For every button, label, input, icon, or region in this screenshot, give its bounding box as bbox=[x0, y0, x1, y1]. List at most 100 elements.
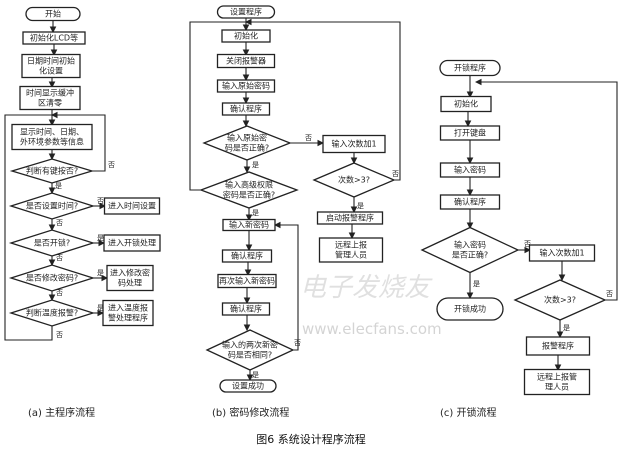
figure-caption: 图6 系统设计程序流程 bbox=[256, 432, 366, 446]
yes-label: 是 bbox=[252, 161, 259, 169]
caption-b: (b) 密码修改流程 bbox=[212, 406, 289, 419]
node-label: 输入的两次新密 bbox=[222, 340, 278, 350]
yes-label: 是 bbox=[252, 371, 259, 379]
no-label: 否 bbox=[56, 289, 63, 297]
no-label: 否 bbox=[56, 331, 63, 339]
a-node-1-process: 初始化LCD等 bbox=[22, 31, 86, 45]
a-node-8-decision: 是否开锁? bbox=[8, 229, 96, 257]
node-label: 确认程序 bbox=[230, 104, 262, 114]
node-label: 初始化LCD等 bbox=[30, 33, 78, 43]
b-node-14-process: 确认程序 bbox=[221, 302, 271, 316]
no-label: 否 bbox=[524, 240, 531, 248]
b-node-13-process: 再次输入新密码 bbox=[217, 273, 277, 289]
node-label: 码是否正确? bbox=[225, 143, 269, 153]
node-label: 启动报警程序 bbox=[326, 213, 374, 223]
b-node-11-process: 输入新密码 bbox=[222, 218, 276, 232]
node-label: 进入温度报 bbox=[108, 303, 148, 313]
c-node-4-process: 确认程序 bbox=[439, 194, 501, 210]
b-node-3-process: 输入原始密码 bbox=[216, 79, 276, 93]
node-label: 码是否相同? bbox=[228, 350, 272, 360]
node-label: 警处理程序 bbox=[108, 313, 148, 323]
node-label: 是否开锁? bbox=[34, 238, 70, 248]
b-node-4-process: 确认程序 bbox=[221, 102, 271, 116]
b-node-0-terminal: 设置程序 bbox=[216, 5, 276, 19]
node-label: 进入修改密 bbox=[110, 268, 150, 278]
yes-label: 是 bbox=[252, 209, 259, 217]
node-label: 密码是否正确? bbox=[223, 190, 275, 200]
node-label: 开始 bbox=[45, 9, 61, 19]
node-label: 显示时间、日期、 bbox=[20, 127, 84, 137]
a-node-6-decision: 是否设置时间? bbox=[8, 192, 96, 220]
yes-label: 是 bbox=[563, 324, 570, 332]
node-label: 判断温度报警? bbox=[26, 308, 78, 318]
node-label: 再次输入新密码 bbox=[219, 276, 275, 286]
yes-label: 是 bbox=[97, 304, 104, 312]
node-label: 确认程序 bbox=[454, 197, 486, 207]
node-label: 确认程序 bbox=[230, 304, 262, 314]
b-node-6-process: 输入次数加1 bbox=[322, 134, 386, 154]
node-label: 理人员 bbox=[545, 383, 569, 392]
node-label: 设置成功 bbox=[232, 381, 264, 391]
a-node-9-process: 进入开锁处理 bbox=[103, 234, 161, 252]
c-node-2-process: 打开键盘 bbox=[439, 125, 501, 141]
no-label: 否 bbox=[294, 339, 301, 347]
node-label: 开锁成功 bbox=[454, 304, 486, 314]
node-label: 初始化 bbox=[234, 31, 258, 41]
no-label: 否 bbox=[606, 290, 613, 298]
node-label: 输入密码 bbox=[454, 165, 486, 175]
b-node-1-process: 初始化 bbox=[221, 29, 271, 43]
node-label: 时间显示缓冲 bbox=[26, 88, 74, 98]
node-label: 远程上报管 bbox=[537, 372, 577, 382]
yes-label: 是 bbox=[55, 182, 62, 190]
node-label: 打开键盘 bbox=[454, 128, 486, 138]
node-label: 输入原始密码 bbox=[222, 81, 270, 91]
a-node-10-decision: 是否修改密码? bbox=[8, 264, 96, 292]
node-label: 输入次数加1 bbox=[331, 139, 376, 149]
flow-connector bbox=[474, 78, 618, 301]
node-label: 码处理 bbox=[118, 278, 142, 288]
flow-connector bbox=[189, 21, 246, 191]
node-label: 输入原始密 bbox=[227, 133, 267, 143]
b-node-16-terminal: 设置成功 bbox=[219, 379, 277, 393]
node-label: 化设置 bbox=[39, 66, 63, 76]
no-label: 否 bbox=[108, 161, 115, 169]
no-label: 否 bbox=[305, 134, 312, 142]
no-label: 否 bbox=[97, 197, 104, 205]
caption-c: (c) 开锁流程 bbox=[440, 406, 496, 419]
c-node-8-process: 报警程序 bbox=[525, 336, 591, 356]
b-node-7-decision: 次数>3? bbox=[312, 162, 396, 198]
b-node-2-process: 关闭报警器 bbox=[216, 53, 276, 69]
node-label: 管理人员 bbox=[335, 250, 367, 260]
c-node-6-process: 输入次数加1 bbox=[528, 244, 596, 262]
flow-connector bbox=[244, 18, 401, 181]
c-node-3-process: 输入密码 bbox=[439, 162, 501, 178]
node-label: 进入开锁处理 bbox=[108, 238, 156, 248]
node-label: 区清零 bbox=[38, 98, 62, 108]
no-label: 否 bbox=[56, 219, 63, 227]
node-label: 开锁程序 bbox=[454, 63, 486, 73]
node-label: 输入新密码 bbox=[229, 220, 269, 230]
node-label: 关闭报警器 bbox=[226, 56, 266, 66]
watermark-url: www.elecfans.com bbox=[302, 320, 442, 338]
a-node-7-process: 进入时间设置 bbox=[103, 197, 161, 215]
node-label: 设置程序 bbox=[230, 7, 262, 17]
flow-connector bbox=[4, 114, 53, 341]
c-node-7-decision: 次数>3? bbox=[513, 279, 607, 321]
yes-label: 是 bbox=[473, 280, 480, 288]
node-label: 输入高级权限 bbox=[225, 180, 273, 190]
node-label: 外环境参数等信息 bbox=[20, 137, 84, 147]
yes-label: 是 bbox=[97, 269, 104, 277]
node-label: 初始化 bbox=[454, 99, 478, 109]
watermark-cn: 电子发烧友 bbox=[300, 273, 433, 303]
node-label: 判断有键按否? bbox=[26, 166, 78, 176]
a-node-12-decision: 判断温度报警? bbox=[8, 299, 96, 327]
node-label: 次数>3? bbox=[544, 295, 576, 305]
